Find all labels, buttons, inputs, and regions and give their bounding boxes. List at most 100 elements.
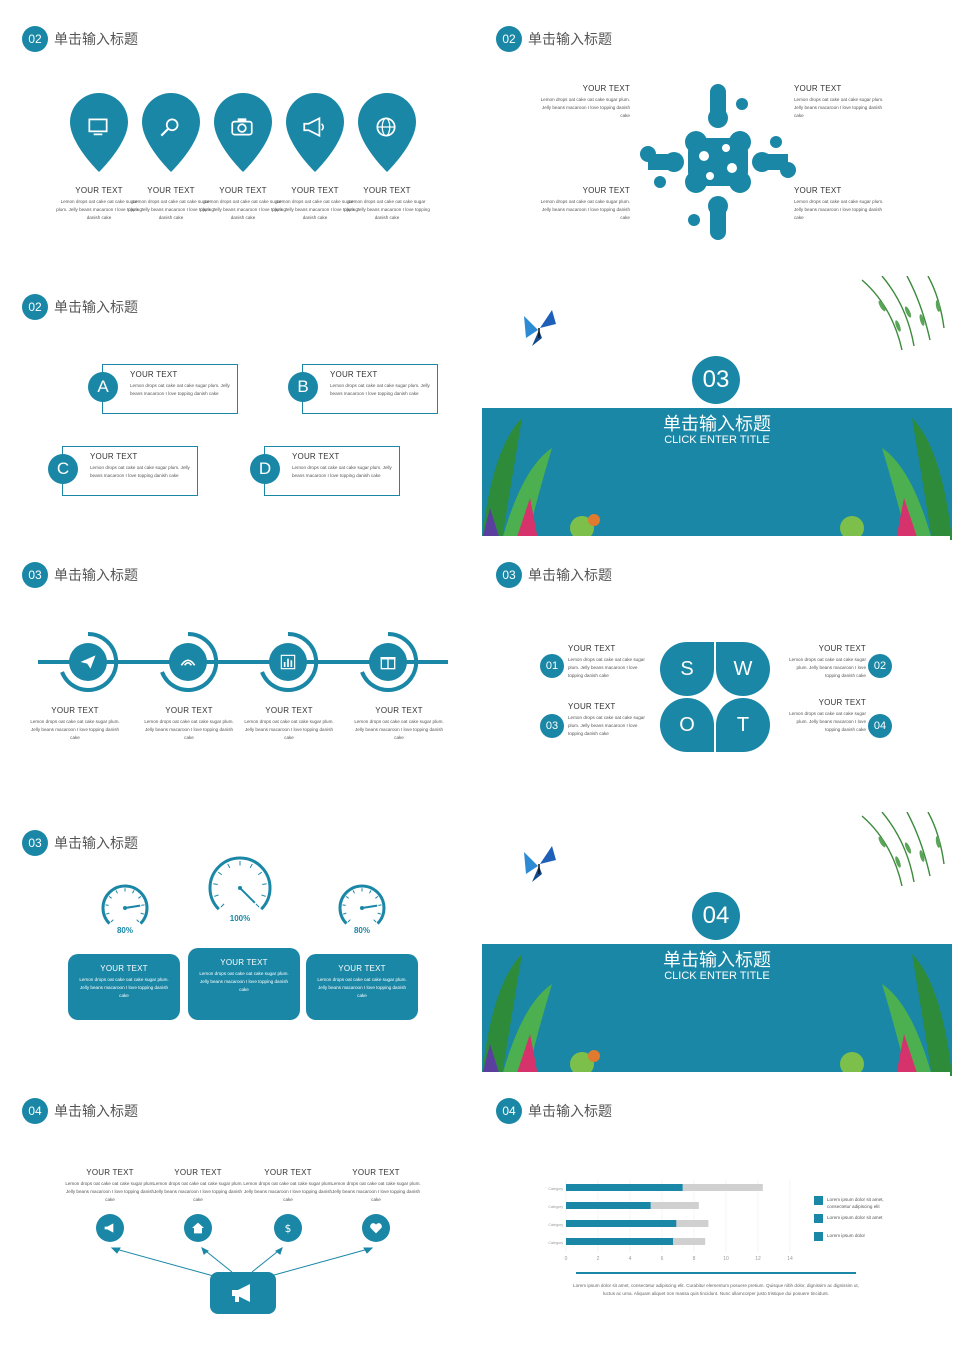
letter-box-c[interactable] xyxy=(62,446,198,496)
title-banner xyxy=(482,408,952,540)
drop-shape[interactable] xyxy=(68,86,130,172)
category-label: Category xyxy=(548,1241,563,1245)
swot-number: 04 xyxy=(868,714,892,738)
bar-chart-icon-wrap xyxy=(278,652,298,677)
swot-tile-w[interactable]: W xyxy=(716,642,770,696)
icon-circle[interactable] xyxy=(96,1214,124,1242)
letter-box-b[interactable] xyxy=(302,364,438,414)
gauge-card[interactable] xyxy=(68,954,180,1020)
heart-icon xyxy=(370,1223,382,1234)
slide-title[interactable]: 单击输入标题 xyxy=(528,32,612,48)
letter-box-a[interactable] xyxy=(102,364,238,414)
slide-2: 02 单击输入标题 YOUR TEXT Lemon drops oat cake… xyxy=(480,0,950,264)
drop-shape[interactable] xyxy=(140,86,202,172)
letter-badge: B xyxy=(288,372,318,402)
text-block-desc: Lemon drops oat cake oat cake sugar plum… xyxy=(90,465,190,478)
text-block-desc: Lemon drops oat cake oat cake sugar plum… xyxy=(344,199,430,220)
text-block-label: YOUR TEXT xyxy=(375,706,423,715)
bar-segment xyxy=(673,1238,706,1245)
slide-title[interactable]: 单击输入标题 xyxy=(54,1104,138,1120)
camera-icon-wrap xyxy=(229,114,255,145)
globe-icon xyxy=(376,117,396,137)
text-block-label: YOUR TEXT xyxy=(265,706,313,715)
gauge xyxy=(208,856,272,911)
swot-tile-t[interactable]: T xyxy=(716,698,770,752)
section-number: 02 xyxy=(496,26,522,52)
banner-title[interactable]: 单击输入标题 xyxy=(663,414,771,435)
gauge-needle xyxy=(361,904,378,909)
slide-title[interactable]: 单击输入标题 xyxy=(54,568,138,584)
slide-header: 02 单击输入标题 xyxy=(496,26,612,52)
slide-title[interactable]: 单击输入标题 xyxy=(54,836,138,852)
letter-box-d[interactable] xyxy=(264,446,400,496)
tropical-plants-right xyxy=(840,954,952,1076)
x-tick-label: 2 xyxy=(597,1256,600,1262)
bar-segment xyxy=(650,1202,699,1209)
banner-title[interactable]: 单击输入标题 xyxy=(663,950,771,971)
megaphone-icon xyxy=(303,116,324,138)
chart-footer-text: Lorem ipsum dolor sit amet, consectetur … xyxy=(573,1283,859,1296)
text-block-desc: Lemon drops oat cake oat cake sugar plum… xyxy=(65,1181,155,1202)
slide-4: 03 单击输入标题 CLICK ENTER TITLE xyxy=(482,276,952,540)
text-block-desc: Lemon drops oat cake oat cake sugar plum… xyxy=(568,715,645,736)
swot-tile-o[interactable]: O xyxy=(660,698,714,752)
willow-leaves-decoration xyxy=(861,812,945,887)
slide-8: 04 单击输入标题 CLICK ENTER TITLE xyxy=(482,812,952,1076)
willow-leaves-decoration xyxy=(861,276,945,351)
section-number: 02 xyxy=(22,26,48,52)
camera-icon xyxy=(231,118,253,136)
bar-segment xyxy=(566,1184,683,1191)
slide-title[interactable]: 单击输入标题 xyxy=(528,1104,612,1120)
slide-title[interactable]: 单击输入标题 xyxy=(54,32,138,48)
section-number: 03 xyxy=(22,562,48,588)
tropical-plants-left xyxy=(482,954,600,1076)
icon-circle[interactable] xyxy=(362,1214,390,1242)
section-number-badge: 04 xyxy=(692,892,740,940)
section-number: 03 xyxy=(496,562,522,588)
globe-icon-wrap xyxy=(373,114,399,145)
icon-circle[interactable] xyxy=(184,1214,212,1242)
gauge-card[interactable] xyxy=(306,954,418,1020)
text-block-desc: Lemon drops oat cake oat cake sugar plum… xyxy=(330,383,430,396)
x-tick-label: 4 xyxy=(629,1256,632,1262)
gift-icon xyxy=(380,657,396,670)
home-icon xyxy=(192,1222,204,1234)
bullhorn-icon xyxy=(232,1284,250,1302)
swot-tile-s[interactable]: S xyxy=(660,642,714,696)
main-bullhorn-button[interactable] xyxy=(210,1272,276,1314)
gauge-card[interactable] xyxy=(188,948,300,1020)
text-block-label: YOUR TEXT xyxy=(264,1168,312,1177)
icon-circle[interactable]: $ xyxy=(274,1214,302,1242)
slide-title[interactable]: 单击输入标题 xyxy=(54,300,138,316)
dollar-icon: $ xyxy=(285,1222,292,1235)
text-block-label: YOUR TEXT xyxy=(352,1168,400,1177)
text-block-label: YOUR TEXT xyxy=(568,702,616,711)
paper-plane-icon xyxy=(80,655,96,669)
slide-title[interactable]: 单击输入标题 xyxy=(528,568,612,584)
text-block-desc: Lemon drops oat cake oat cake sugar plum… xyxy=(292,465,392,478)
drop-shape[interactable] xyxy=(356,86,418,172)
section-number: 04 xyxy=(496,1098,522,1124)
text-block-label: YOUR TEXT xyxy=(363,186,411,195)
slide-header: 04 单击输入标题 xyxy=(22,1098,138,1124)
text-block-desc: Lemon drops oat cake oat cake sugar plum… xyxy=(789,711,866,732)
slide-header: 03 单击输入标题 xyxy=(496,562,612,588)
swot-number: 03 xyxy=(540,714,564,738)
